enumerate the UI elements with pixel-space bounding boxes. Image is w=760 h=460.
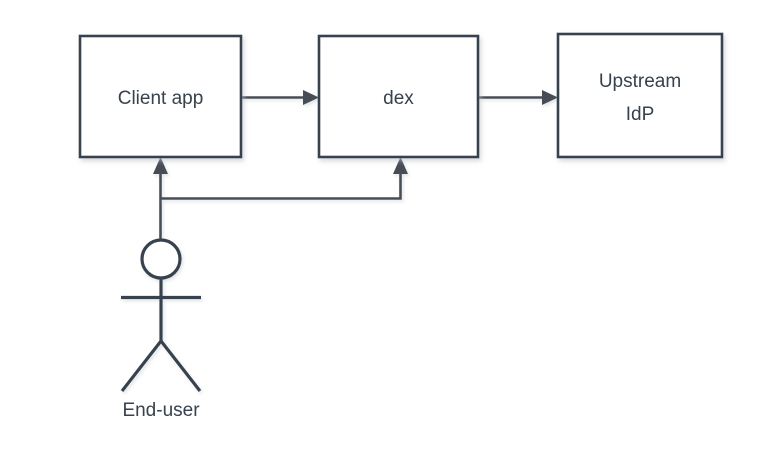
- edge-client-app-to-dex: [241, 90, 319, 105]
- node-client-app[interactable]: Client app: [78, 34, 243, 159]
- actor-end-user-leg-left: [120, 340, 163, 392]
- node-dex[interactable]: dex: [317, 34, 480, 159]
- edge-dex-to-upstream-idp: [478, 90, 558, 105]
- node-dex-box[interactable]: [317, 34, 480, 159]
- actor-end-user-label: End-user: [122, 400, 200, 421]
- edge-client-app-to-dex-arrowhead: [303, 90, 319, 105]
- edge-end-user-to-dex-arrowhead: [393, 157, 408, 174]
- edge-end-user-to-dex-line: [160, 172, 402, 200]
- node-upstream-idp[interactable]: Upstream IdP: [556, 32, 724, 159]
- actor-end-user[interactable]: [120, 238, 202, 392]
- edge-end-user-to-client-app: [153, 157, 168, 240]
- node-upstream-idp-label-line2: IdP: [626, 104, 655, 125]
- edge-end-user-to-client-app-arrowhead: [153, 157, 168, 174]
- node-dex-label: dex: [383, 88, 414, 109]
- node-upstream-idp-label-line1: Upstream: [599, 71, 681, 92]
- edge-end-user-to-dex: [160, 157, 408, 200]
- node-upstream-idp-box[interactable]: [556, 32, 724, 159]
- actor-end-user-head-icon: [140, 238, 182, 280]
- actor-end-user-leg-right: [159, 340, 202, 392]
- node-client-app-box[interactable]: [78, 34, 243, 159]
- edge-dex-to-upstream-idp-arrowhead: [542, 90, 558, 105]
- node-client-app-label: Client app: [118, 88, 204, 109]
